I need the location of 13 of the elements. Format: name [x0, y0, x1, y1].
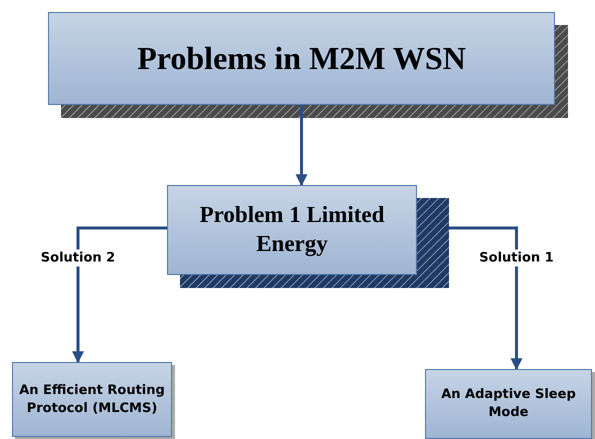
box-text: Problem 1 Limited Energy	[198, 201, 386, 258]
process-box	[48, 12, 555, 105]
box-text: An Adaptive Sleep Mode	[440, 386, 577, 422]
arrow	[296, 105, 308, 186]
process-box	[167, 185, 417, 275]
process-box	[12, 362, 172, 437]
arrow	[72, 226, 167, 364]
process-box	[425, 369, 592, 439]
edge-label: Solution 1	[477, 250, 556, 266]
title-text: Problems in M2M WSN	[137, 40, 466, 77]
box-text: An Efficient Routing Protocol (MLCMS)	[18, 382, 166, 418]
edge-label: Solution 2	[38, 250, 118, 266]
arrow	[449, 226, 522, 370]
